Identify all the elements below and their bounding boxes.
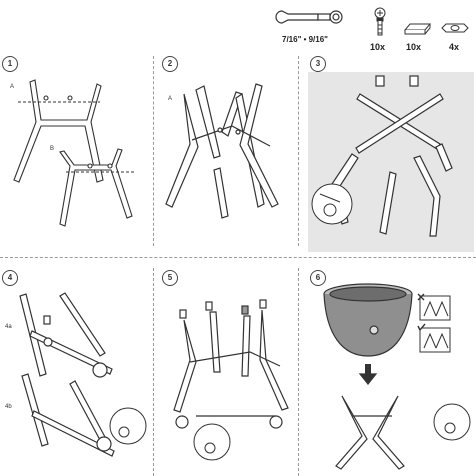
hardware-install-illustration [173, 299, 289, 461]
caster-detail [109, 407, 147, 445]
caster-install-illustration [19, 292, 147, 457]
step-1-panel: 1 A B [0, 54, 152, 254]
caster-detail [311, 183, 353, 225]
separator [0, 257, 476, 258]
step-number: 2 [162, 56, 178, 72]
step-4-panel: 4 4a 4b [0, 266, 152, 476]
separator [153, 56, 154, 246]
washer-qty: 10x [406, 42, 422, 52]
step-number: 3 [310, 56, 326, 72]
step-number: 1 [2, 56, 18, 72]
separator [153, 268, 154, 476]
part-label: 4b [5, 404, 12, 410]
base-frame-illustration [13, 79, 136, 227]
wrench-icon [275, 10, 343, 24]
part-label: 4a [5, 324, 12, 330]
step-number: 5 [162, 270, 178, 286]
pot-placement-illustration [323, 283, 471, 470]
screw-qty: 10x [370, 42, 386, 52]
nut-icon [441, 23, 469, 33]
step-6-panel: 6 [302, 266, 476, 476]
step-2-panel: 2 A B [156, 54, 296, 254]
cross-brace-illustration [308, 72, 474, 252]
caster-detail [433, 403, 471, 441]
stand-assembly-illustration [165, 83, 279, 219]
screw-icon [374, 7, 386, 36]
step-3-panel: 3 [302, 54, 476, 254]
washer-icon [403, 23, 432, 35]
step-number: 6 [310, 270, 326, 286]
separator [298, 268, 299, 476]
lifting-warning-icon [417, 293, 451, 353]
caster-detail [193, 423, 231, 461]
separator [298, 56, 299, 246]
part-label: A [10, 84, 15, 90]
hardware-header: 7/16" • 9/16" 10x 10x 4x [270, 4, 476, 52]
part-label: B [50, 146, 55, 152]
wrench-size-label: 7/16" • 9/16" [282, 35, 328, 44]
part-label: A [168, 96, 173, 102]
nut-qty: 4x [449, 42, 460, 52]
step-5-panel: 5 [156, 266, 296, 476]
step-number: 4 [2, 270, 18, 286]
